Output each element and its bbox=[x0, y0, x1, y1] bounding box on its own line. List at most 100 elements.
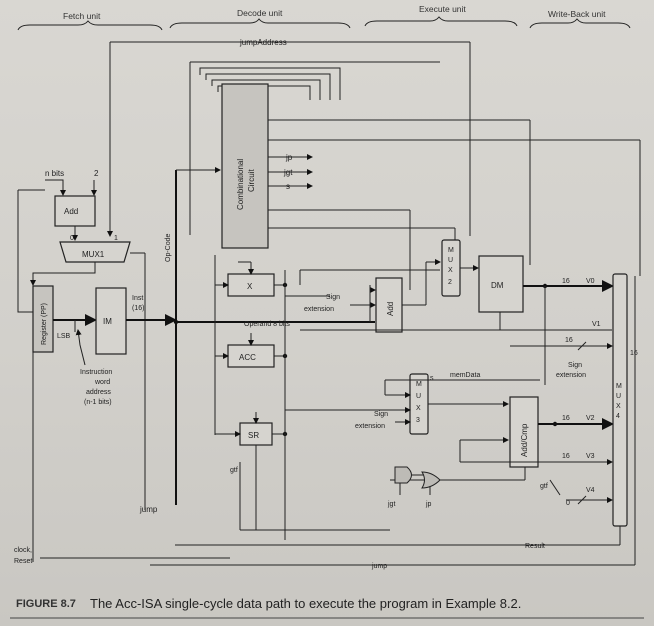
gtf-label-sr: gtf bbox=[230, 467, 238, 474]
mux4-block bbox=[612, 273, 628, 527]
figure-caption: FIGURE 8.7 The Acc-ISA single-cycle data… bbox=[10, 596, 644, 619]
mux4-u: U bbox=[616, 393, 621, 400]
decode-unit-header: Decode unit bbox=[237, 8, 283, 18]
add-execute-label: Add bbox=[386, 302, 395, 316]
fetch-unit-header: Fetch unit bbox=[63, 11, 101, 21]
mux4-4: 4 bbox=[616, 413, 620, 420]
caption-label: FIGURE 8.7 bbox=[16, 598, 76, 610]
jp-output-label: jp bbox=[285, 153, 293, 162]
v4-label: V4 bbox=[586, 487, 595, 494]
dm-unit: DM 16 V0 bbox=[478, 255, 614, 385]
inst-label: Inst bbox=[132, 295, 143, 302]
jump-label-bottom: jump bbox=[371, 563, 387, 570]
reset-label: Reset bbox=[14, 558, 32, 565]
s-mux3-label: s bbox=[430, 375, 434, 382]
v3-label: V3 bbox=[586, 453, 595, 460]
execute-add: Sign extension Add bbox=[285, 259, 441, 333]
inst-width-label: (16) bbox=[132, 305, 144, 312]
w16-v2: 16 bbox=[562, 415, 570, 422]
mux2-m: M bbox=[448, 247, 454, 254]
sign-label-1: Sign bbox=[326, 294, 340, 301]
sign-ext-label-1: extension bbox=[304, 306, 334, 313]
mux2-x: X bbox=[448, 267, 453, 274]
and-gate bbox=[394, 466, 412, 484]
add-cmp-label: Add/Cmp bbox=[520, 423, 529, 457]
jump-address-label: jumpAddress bbox=[239, 38, 287, 47]
jp-gate-label: jp bbox=[425, 501, 432, 508]
register-pc-label: Register (PP) bbox=[41, 303, 48, 345]
mux3-3: 3 bbox=[416, 417, 420, 424]
zero-v4-label: 0 bbox=[566, 500, 570, 507]
mux3-x: X bbox=[416, 405, 421, 412]
w16-v3: 16 bbox=[562, 453, 570, 460]
registers: X ACC SR gtf bbox=[214, 255, 390, 540]
operand-label: Operand 8 bits bbox=[244, 321, 290, 328]
sr-label: SR bbox=[248, 431, 259, 440]
mux1-label: MUX1 bbox=[82, 250, 105, 259]
mux2-2: 2 bbox=[448, 279, 452, 286]
mux4-m: M bbox=[616, 383, 622, 390]
sign-label-wb: Sign bbox=[568, 362, 582, 369]
mux2-u: U bbox=[448, 257, 453, 264]
comb-label-1: Combinational bbox=[236, 159, 245, 210]
dm-block bbox=[478, 255, 524, 313]
n-bits-label: n bits bbox=[45, 169, 64, 178]
mux1-in0-label: 0 bbox=[70, 235, 74, 242]
mux3: M U X 3 memData s Sign extension bbox=[285, 372, 540, 435]
jgt-output-label: jgt bbox=[283, 168, 293, 177]
w16-v1: 16 bbox=[565, 337, 573, 344]
im-label: IM bbox=[103, 317, 112, 326]
sign-ext-label-mux3: extension bbox=[355, 423, 385, 430]
jump-address-wire: jumpAddress bbox=[107, 38, 471, 237]
dm-label: DM bbox=[491, 281, 504, 290]
mux3-m: M bbox=[416, 381, 422, 388]
stage-headers: Fetch unit Decode unit Execute unit Writ… bbox=[17, 4, 631, 31]
comb-label-2: Circuit bbox=[247, 169, 256, 192]
add-block-label: Add bbox=[64, 207, 78, 216]
execute-unit-header: Execute unit bbox=[419, 4, 466, 14]
s-output-label: s bbox=[286, 182, 290, 191]
x-label: X bbox=[247, 282, 253, 291]
w16-mux4: 16 bbox=[630, 350, 638, 357]
mem-data-label: memData bbox=[450, 372, 480, 379]
v0-label: V0 bbox=[586, 278, 595, 285]
iw-line1: Instruction bbox=[80, 369, 112, 376]
mux2: M U X 2 bbox=[299, 239, 479, 297]
decode-bus: Op-Code Operand 8 bits bbox=[165, 167, 375, 505]
acc-label: ACC bbox=[239, 353, 256, 362]
gtf-label-cmp: gtf bbox=[540, 483, 548, 490]
result-label: Result bbox=[525, 543, 545, 550]
mux4: M U X 4 16 Result jump bbox=[150, 273, 638, 570]
jump-label-fetch: jump bbox=[139, 505, 158, 514]
add-cmp-block bbox=[509, 396, 539, 468]
writeback-unit-header: Write-Back unit bbox=[548, 9, 606, 19]
w16-v0: 16 bbox=[562, 278, 570, 285]
iw-line2: word bbox=[94, 379, 110, 386]
mux1-block bbox=[59, 241, 131, 263]
op-code-label: Op-Code bbox=[165, 233, 172, 262]
sign-label-mux3: Sign bbox=[374, 411, 388, 418]
add-block bbox=[54, 195, 96, 227]
add-execute-block bbox=[375, 277, 403, 333]
sign-ext-label-wb: extension bbox=[556, 372, 586, 379]
clock-label: clock, bbox=[14, 547, 32, 554]
iw-line3: address bbox=[86, 389, 111, 396]
v2-label: V2 bbox=[586, 415, 595, 422]
combinational-circuit: Combinational Circuit jp jgt s bbox=[221, 83, 641, 290]
v1-path: V1 16 Sign extension bbox=[300, 321, 613, 379]
or-gate bbox=[421, 471, 441, 489]
feedback-wires bbox=[189, 61, 440, 235]
iw-line4: (n-1 bits) bbox=[84, 399, 112, 406]
mux4-x: X bbox=[616, 403, 621, 410]
add-cmp-unit: Add/Cmp 16 V2 16 V3 gtf V4 0 bbox=[390, 396, 614, 507]
v1-label: V1 bbox=[592, 321, 601, 328]
mux3-u: U bbox=[416, 393, 421, 400]
mux1-in1-label: 1 bbox=[114, 235, 118, 242]
combinational-circuit-block bbox=[221, 83, 269, 249]
im-block bbox=[95, 287, 127, 355]
jump-logic-gates: jgt jp bbox=[387, 466, 460, 508]
caption-text: The Acc-ISA single-cycle data path to ex… bbox=[90, 596, 521, 611]
lsb-label: LSB bbox=[57, 333, 71, 340]
